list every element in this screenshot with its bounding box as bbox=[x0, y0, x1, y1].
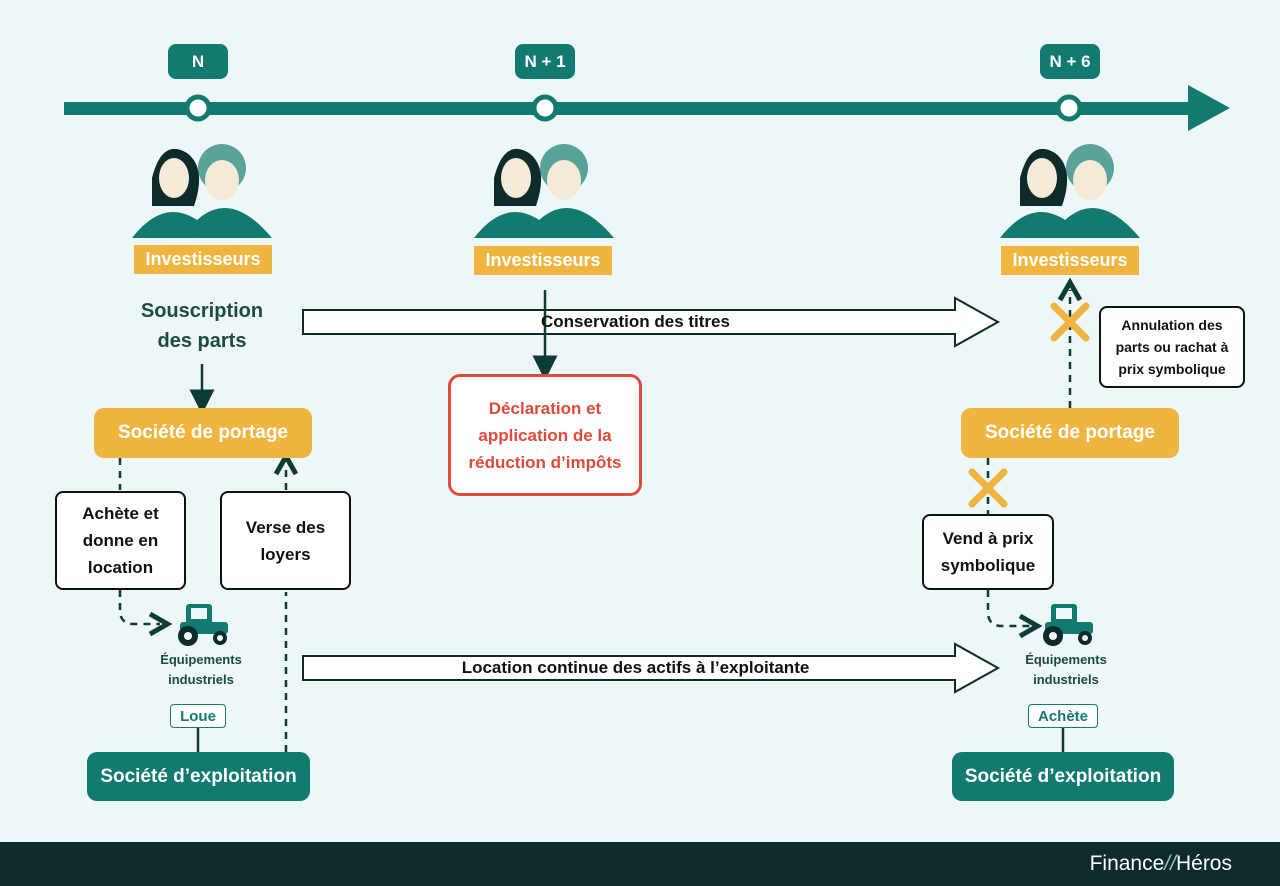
timeline-node-n1 bbox=[531, 94, 559, 122]
footer-bar: Finance//Héros bbox=[0, 842, 1280, 886]
timeline-node-n6 bbox=[1055, 94, 1083, 122]
timeline-marker-n1: N + 1 bbox=[515, 44, 575, 79]
brand-logo: Finance//Héros bbox=[1090, 852, 1232, 876]
verse-box: Verse des loyers bbox=[220, 491, 351, 590]
timeline-marker-n: N bbox=[168, 44, 228, 79]
conservation-arrow-shape bbox=[302, 296, 1001, 348]
annulation-line-2: parts ou rachat à bbox=[1115, 339, 1229, 355]
achete-line-2: donne en bbox=[82, 531, 159, 550]
vend-box: Vend à prix symbolique bbox=[922, 514, 1054, 590]
portage-left: Société de portage bbox=[94, 408, 312, 458]
vend-line-1: Vend à prix bbox=[942, 529, 1034, 548]
timeline-arrowhead bbox=[1188, 85, 1230, 131]
souscription-label: Souscription des parts bbox=[112, 296, 292, 356]
conservation-arrow-label: Conservation des titres bbox=[541, 312, 730, 331]
cross-icon bbox=[1050, 302, 1090, 342]
tractor-icon bbox=[178, 604, 228, 646]
brand-slash: // bbox=[1164, 852, 1176, 875]
timeline bbox=[64, 85, 1230, 131]
equipements-left-label: Équipements industriels bbox=[140, 650, 262, 690]
declaration-box: Déclaration et application de la réducti… bbox=[448, 374, 642, 496]
declaration-line-3: réduction d’impôts bbox=[468, 452, 622, 472]
equipements-left-line-1: Équipements bbox=[160, 652, 242, 667]
vend-line-2: symbolique bbox=[940, 556, 1036, 575]
equipements-right-label: Équipements industriels bbox=[1005, 650, 1127, 690]
investor-couple-icon bbox=[474, 144, 614, 238]
timeline-node-n bbox=[184, 94, 212, 122]
exploitation-left: Société d’exploitation bbox=[87, 752, 310, 801]
equipements-left-line-2: industriels bbox=[168, 672, 234, 687]
location-arrow-shape bbox=[302, 642, 1001, 694]
verse-line-1: Verse des bbox=[245, 517, 326, 537]
timeline-marker-n6: N + 6 bbox=[1040, 44, 1100, 79]
equipements-right-line-2: industriels bbox=[1033, 672, 1099, 687]
achete-line-1: Achète et bbox=[82, 504, 159, 523]
exploitation-right: Société d’exploitation bbox=[952, 752, 1174, 801]
achete-box: Achète et donne en location bbox=[55, 491, 186, 590]
loue-tag: Loue bbox=[170, 704, 226, 728]
achete-tag: Achète bbox=[1028, 704, 1098, 728]
portage-right: Société de portage bbox=[961, 408, 1179, 458]
declaration-line-1: Déclaration et bbox=[488, 398, 602, 418]
cross-icon bbox=[968, 468, 1008, 508]
brand-name-right: Héros bbox=[1175, 852, 1232, 875]
tractor-icon bbox=[1043, 604, 1093, 646]
achete-line-3: location bbox=[87, 558, 154, 577]
souscription-line-2: des parts bbox=[157, 330, 247, 352]
annulation-line-1: Annulation des bbox=[1121, 317, 1223, 333]
location-arrow-label: Location continue des actifs à l’exploit… bbox=[461, 658, 810, 677]
verse-line-2: loyers bbox=[260, 544, 311, 564]
equipements-right-line-1: Équipements bbox=[1025, 652, 1107, 667]
investors-label-n6: Investisseurs bbox=[1001, 246, 1139, 275]
annulation-line-3: prix symbolique bbox=[1118, 361, 1226, 377]
investor-couple-icon bbox=[1000, 144, 1140, 238]
investors-label-n1: Investisseurs bbox=[474, 246, 612, 275]
investors-label-n: Investisseurs bbox=[134, 245, 272, 274]
investor-couple-icon bbox=[132, 144, 272, 238]
brand-name-left: Finance bbox=[1089, 852, 1165, 875]
declaration-line-2: application de la bbox=[478, 425, 612, 445]
souscription-line-1: Souscription bbox=[140, 300, 264, 322]
annulation-box: Annulation des parts ou rachat à prix sy… bbox=[1099, 306, 1245, 388]
